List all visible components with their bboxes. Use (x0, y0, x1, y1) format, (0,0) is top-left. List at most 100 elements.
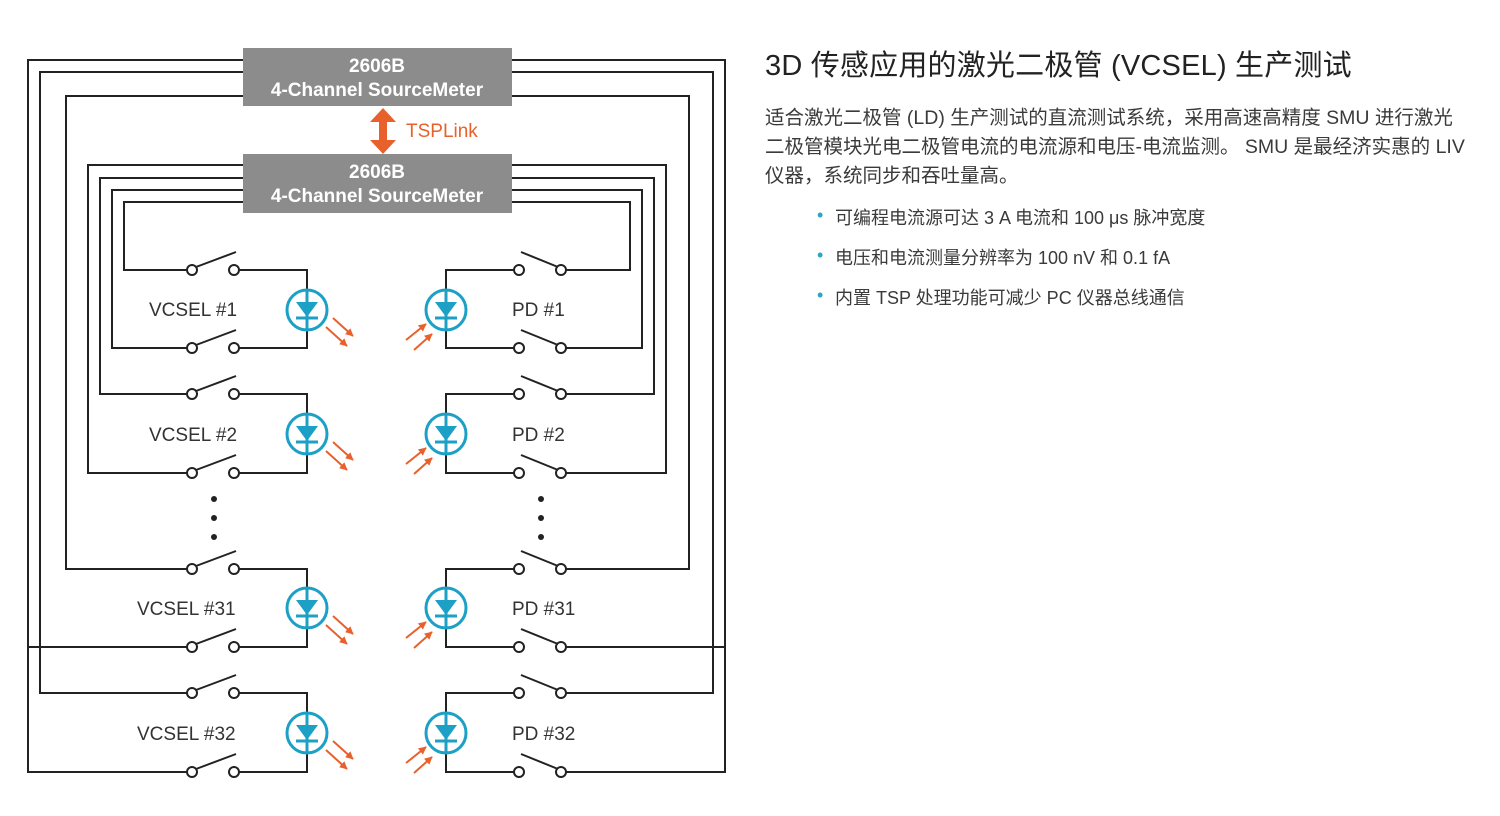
switch-contact (186, 766, 198, 778)
diode-group (285, 288, 468, 774)
ellipsis-dot (211, 515, 217, 521)
emit-arrow (325, 624, 348, 645)
receive-arrow (405, 746, 427, 764)
switch-lever (520, 454, 559, 471)
switch-lever (195, 375, 237, 392)
wire (234, 269, 308, 294)
ellipsis-dot (538, 515, 544, 521)
pd-label-32: PD #32 (512, 724, 575, 745)
receive-arrow (405, 447, 427, 465)
receive-arrow (413, 333, 433, 351)
switch-lever (520, 251, 559, 268)
diode-triangle (296, 426, 318, 441)
wire (512, 95, 690, 570)
smu-bottom-name: 4-Channel SourceMeter (271, 186, 484, 207)
switch-contact (186, 342, 198, 354)
wire (445, 393, 519, 418)
receive-arrow (413, 756, 433, 774)
smu-bottom-box (243, 154, 512, 213)
switch-contact (186, 467, 198, 479)
switch-contact (513, 264, 525, 276)
tsplink-arrow (370, 108, 396, 154)
vcsel-label-31: VCSEL #31 (137, 599, 236, 620)
switch-lever (520, 550, 559, 567)
pd-label-2: PD #2 (512, 425, 565, 446)
wire (27, 59, 243, 773)
smu-bottom-model: 2606B (349, 162, 405, 183)
wire (512, 201, 631, 271)
wire (445, 324, 519, 349)
switch-contact (186, 264, 198, 276)
ellipsis-dots (211, 496, 544, 540)
ellipsis-dot (538, 496, 544, 502)
switch-group (186, 251, 567, 778)
emit-arrow (332, 441, 354, 461)
diode-triangle (435, 600, 457, 615)
switch-contact (513, 687, 525, 699)
wire (99, 177, 243, 395)
diode-triangle (435, 302, 457, 317)
wire (234, 692, 308, 716)
receive-arrow (405, 323, 427, 341)
wiring (27, 59, 726, 773)
receive-arrow (405, 621, 427, 639)
wire (234, 624, 308, 648)
switch-lever (520, 674, 559, 691)
switch-contact (228, 342, 240, 354)
switch-lever (520, 628, 559, 645)
switch-contact (186, 641, 198, 653)
switch-contact (228, 264, 240, 276)
emit-arrow (332, 615, 354, 635)
switch-contact (228, 563, 240, 575)
smu-top: 2606B 4-Channel SourceMeter (243, 48, 512, 106)
switch-contact (555, 342, 567, 354)
switch-lever (195, 454, 237, 471)
vcsel-label-32: VCSEL #32 (137, 724, 236, 745)
switch-contact (513, 766, 525, 778)
wire (445, 692, 519, 716)
switch-contact (555, 388, 567, 400)
wire (512, 189, 643, 349)
switch-lever (520, 753, 559, 770)
feature-item: • 电压和电流测量分辨率为 100 nV 和 0.1 fA (817, 245, 1465, 272)
switch-contact (555, 467, 567, 479)
wire (445, 748, 519, 773)
pd-label-31: PD #31 (512, 599, 575, 620)
switch-contact (228, 687, 240, 699)
smu-top-name: 4-Channel SourceMeter (271, 80, 484, 101)
wire (512, 177, 655, 395)
switch-lever (520, 375, 559, 392)
diode-triangle (296, 600, 318, 615)
wire (39, 71, 243, 694)
ellipsis-dot (538, 534, 544, 540)
diode-triangle (435, 426, 457, 441)
ellipsis-dot (211, 496, 217, 502)
switch-contact (513, 467, 525, 479)
receive-arrow (413, 457, 433, 475)
ellipsis-dot (211, 534, 217, 540)
switch-contact (186, 563, 198, 575)
circuit-diagram: 2606B 4-Channel SourceMeter 2606B 4-Chan… (27, 48, 726, 778)
feature-text: 可编程电流源可达 3 A 电流和 100 μs 脉冲宽度 (835, 208, 1206, 228)
switch-contact (228, 766, 240, 778)
wire (234, 449, 308, 474)
switch-contact (555, 264, 567, 276)
vcsel-label-2: VCSEL #2 (149, 425, 237, 446)
emit-arrow (332, 740, 354, 760)
switch-contact (228, 467, 240, 479)
switch-contact (513, 563, 525, 575)
panel-description: 适合激光二极管 (LD) 生产测试的直流测试系统，采用高速高精度 SMU 进行激… (765, 107, 1465, 187)
wire (512, 164, 667, 474)
tsplink-label: TSPLink (406, 121, 478, 142)
pd-labels: PD #1 PD #2 PD #31 PD #32 (512, 300, 575, 745)
switch-contact (513, 388, 525, 400)
switch-contact (555, 641, 567, 653)
panel-title: 3D 传感应用的激光二极管 (VCSEL) 生产测试 (765, 50, 1352, 82)
wire (123, 201, 243, 271)
wire (445, 269, 519, 294)
switch-lever (195, 628, 237, 645)
emit-arrow (325, 326, 348, 347)
smu-top-model: 2606B (349, 56, 405, 77)
bullet-icon: • (817, 285, 824, 305)
wire (65, 95, 243, 570)
